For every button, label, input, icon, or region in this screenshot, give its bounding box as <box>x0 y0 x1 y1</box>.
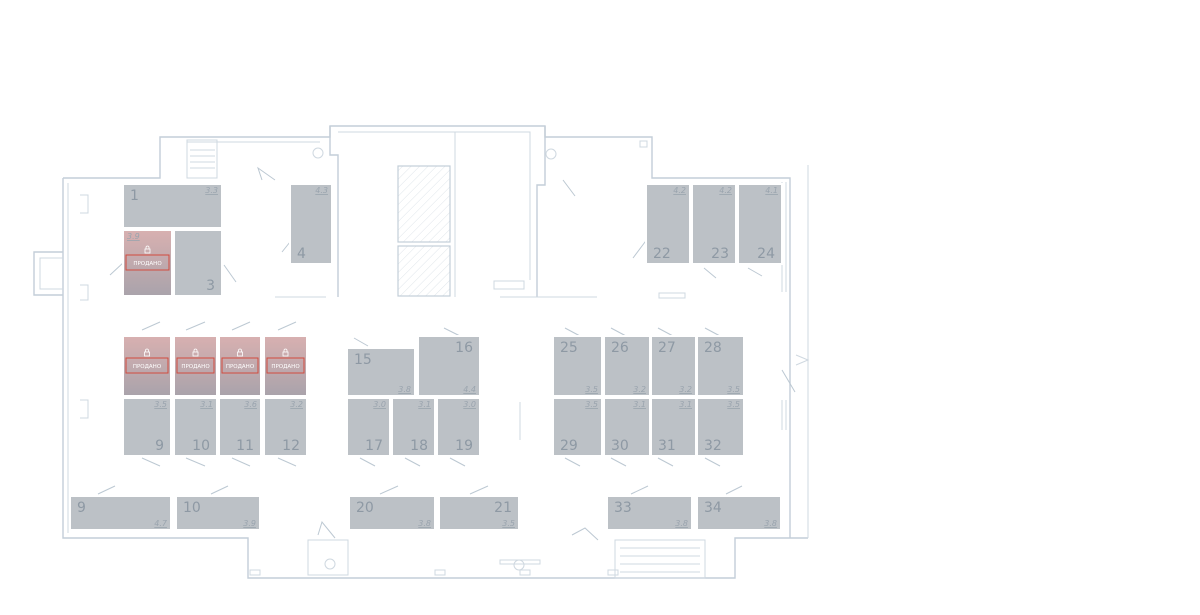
unit-shape[interactable] <box>263 335 308 397</box>
storage-unit-u7[interactable]: ПРОДАНО <box>218 335 262 397</box>
unit-shape[interactable] <box>552 397 603 457</box>
unit-shape[interactable] <box>346 397 391 457</box>
unit-shape[interactable] <box>173 335 218 397</box>
unit-shape[interactable] <box>417 335 481 397</box>
unit-shape[interactable] <box>173 229 223 297</box>
storage-unit-u27[interactable]: 273.2 <box>650 335 697 397</box>
storage-unit-b9[interactable]: 94.7 <box>69 495 172 531</box>
unit-shape[interactable] <box>263 397 308 457</box>
storage-unit-u11[interactable]: 113.6 <box>218 397 262 457</box>
storage-unit-u5[interactable]: ПРОДАНО <box>122 335 172 397</box>
unit-shape[interactable] <box>218 335 262 397</box>
unit-shape[interactable] <box>391 397 436 457</box>
storage-unit-u6[interactable]: ПРОДАНО <box>173 335 218 397</box>
unit-shape[interactable] <box>122 183 223 229</box>
storage-unit-u10[interactable]: 103.1 <box>173 397 218 457</box>
unit-shape[interactable] <box>696 335 745 397</box>
lock-icon <box>144 348 150 357</box>
storage-unit-u21[interactable]: 213.5 <box>438 495 520 531</box>
unit-shape[interactable] <box>289 183 333 265</box>
unit-shape[interactable] <box>696 495 782 531</box>
storage-unit-u8[interactable]: ПРОДАНО <box>263 335 308 397</box>
storage-unit-u16[interactable]: 164.4 <box>417 335 481 397</box>
storage-unit-u24[interactable]: 244.1 <box>737 183 783 265</box>
storage-unit-u31[interactable]: 313.1 <box>650 397 697 457</box>
lock-icon <box>282 348 289 357</box>
storage-unit-u12[interactable]: 123.2 <box>263 397 308 457</box>
unit-shape[interactable] <box>122 229 173 297</box>
storage-unit-u19[interactable]: 193.0 <box>436 397 481 457</box>
lock-icon <box>192 348 199 357</box>
unit-shape[interactable] <box>122 397 172 457</box>
storage-unit-u22[interactable]: 224.2 <box>645 183 691 265</box>
storage-unit-u26[interactable]: 263.2 <box>603 335 651 397</box>
unit-shape[interactable] <box>645 183 691 265</box>
storage-unit-u9[interactable]: 93.5 <box>122 397 172 457</box>
unit-shape[interactable] <box>606 495 693 531</box>
unit-shape[interactable] <box>696 397 745 457</box>
storage-unit-u34[interactable]: 343.8 <box>696 495 782 531</box>
unit-shape[interactable] <box>552 335 603 397</box>
unit-shape[interactable] <box>650 335 697 397</box>
unit-shape[interactable] <box>348 495 436 531</box>
storage-unit-u3[interactable]: 3 <box>173 229 223 297</box>
storage-unit-u25[interactable]: 253.5 <box>552 335 603 397</box>
unit-shape[interactable] <box>346 347 416 397</box>
storage-unit-u23[interactable]: 234.2 <box>691 183 737 265</box>
unit-shape[interactable] <box>603 397 651 457</box>
storage-unit-u4[interactable]: 44.3 <box>289 183 333 265</box>
storage-unit-u18[interactable]: 183.1 <box>391 397 436 457</box>
storage-unit-u20[interactable]: 203.8 <box>348 495 436 531</box>
unit-shape[interactable] <box>69 495 172 531</box>
door-swings <box>97 166 796 541</box>
unit-shape[interactable] <box>218 397 262 457</box>
unit-shape[interactable] <box>650 397 697 457</box>
storage-unit-u29[interactable]: 293.5 <box>552 397 603 457</box>
sold-badge-frame <box>125 254 170 271</box>
unit-shape[interactable] <box>603 335 651 397</box>
sold-badge-frame <box>266 357 305 374</box>
lock-icon <box>237 348 243 357</box>
storage-unit-u17[interactable]: 173.0 <box>346 397 391 457</box>
sold-badge-frame <box>176 357 215 374</box>
unit-shape[interactable] <box>436 397 481 457</box>
unit-shape[interactable] <box>173 397 218 457</box>
storage-unit-u15[interactable]: 153.8 <box>346 347 416 397</box>
sold-badge-frame <box>221 357 259 374</box>
storage-unit-b10[interactable]: 103.9 <box>175 495 261 531</box>
storage-unit-u33[interactable]: 333.8 <box>606 495 693 531</box>
unit-shape[interactable] <box>691 183 737 265</box>
unit-shape[interactable] <box>122 335 172 397</box>
unit-shape[interactable] <box>175 495 261 531</box>
unit-shape[interactable] <box>438 495 520 531</box>
lock-icon <box>144 245 151 254</box>
sold-badge-frame <box>125 357 169 374</box>
storage-unit-u32[interactable]: 323.5 <box>696 397 745 457</box>
storage-unit-u28[interactable]: 283.5 <box>696 335 745 397</box>
unit-shape[interactable] <box>737 183 783 265</box>
storage-unit-u30[interactable]: 303.1 <box>603 397 651 457</box>
